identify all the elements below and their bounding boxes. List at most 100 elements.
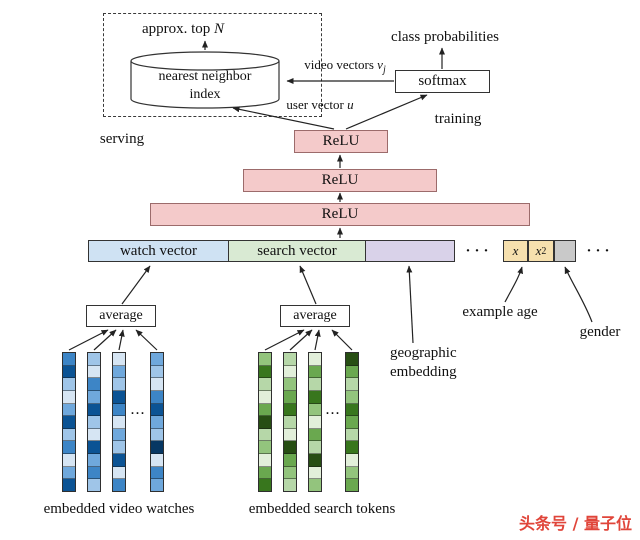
embedding-stripe xyxy=(284,353,296,366)
embedding-stripe xyxy=(284,365,296,379)
embedding-stripe xyxy=(284,479,296,492)
ellipsis: ··· xyxy=(465,243,493,259)
embedding-stripe xyxy=(63,378,75,391)
embedding-stripe xyxy=(63,466,75,480)
ellipsis: ··· xyxy=(325,406,341,420)
class-probabilities-label: class probabilities xyxy=(391,29,499,45)
embedding-stripe xyxy=(88,454,100,467)
relu-label: ReLU xyxy=(322,133,360,149)
embedding-stripe xyxy=(151,403,163,417)
embedding-stripe xyxy=(88,428,100,442)
geographic-embedding-box xyxy=(365,240,455,262)
embedding-stripe xyxy=(284,416,296,429)
embedding-stripe xyxy=(309,416,321,429)
embedding-stripe xyxy=(259,365,271,379)
embedding-stripe xyxy=(259,428,271,442)
ellipsis: ··· xyxy=(586,243,614,259)
embedding-stripe xyxy=(88,403,100,417)
embedding-stripe xyxy=(113,466,125,480)
softmax-box: softmax xyxy=(395,70,490,93)
embedding-stripe xyxy=(151,378,163,391)
embedding-stripe xyxy=(113,479,125,492)
embedding-stripe xyxy=(259,441,271,455)
embedding-stripe xyxy=(113,416,125,429)
embedding-stripe xyxy=(309,428,321,442)
embedding-stripe xyxy=(309,466,321,480)
embedding-stripe xyxy=(284,466,296,480)
embedding-stripe xyxy=(259,416,271,429)
training-label: training xyxy=(434,111,482,127)
example-age-x-box: x xyxy=(503,240,528,262)
softmax-label: softmax xyxy=(418,73,467,89)
embedding-stripe xyxy=(113,441,125,455)
embedding-stripe xyxy=(88,378,100,391)
embedding-stripe xyxy=(259,479,271,492)
embedding-stripe xyxy=(63,428,75,442)
embedding-stripe xyxy=(63,403,75,417)
embedding-stripe xyxy=(88,416,100,429)
embedding-stripe xyxy=(284,390,296,404)
embedding-stripe xyxy=(309,479,321,492)
embedded-video-column xyxy=(112,352,126,492)
nearest-neighbor-index-label: nearest neighbor index xyxy=(158,69,252,102)
x2-label: x xyxy=(535,243,542,258)
embedding-stripe xyxy=(284,441,296,455)
embedding-stripe xyxy=(88,466,100,480)
embedding-stripe xyxy=(151,416,163,429)
embedding-stripe xyxy=(259,378,271,391)
embedding-stripe xyxy=(284,378,296,391)
embedding-stripe xyxy=(346,390,358,404)
embedding-stripe xyxy=(259,454,271,467)
embedding-stripe xyxy=(113,378,125,391)
embedding-stripe xyxy=(284,428,296,442)
embedded-video-column xyxy=(62,352,76,492)
embedding-stripe xyxy=(151,365,163,379)
embedding-stripe xyxy=(88,353,100,366)
embedding-stripe xyxy=(88,441,100,455)
gender-box xyxy=(554,240,576,262)
embedding-stripe xyxy=(346,466,358,480)
serving-dashed-box xyxy=(103,13,322,117)
embedding-stripe xyxy=(151,479,163,492)
relu-layer-2: ReLU xyxy=(243,169,437,192)
embedding-stripe xyxy=(113,428,125,442)
average-label: average xyxy=(293,308,337,323)
x2-exponent: 2 xyxy=(541,245,547,257)
average-box-search: average xyxy=(280,305,350,327)
serving-label: serving xyxy=(99,131,145,147)
average-label: average xyxy=(99,308,143,323)
embedding-stripe xyxy=(346,479,358,492)
embedded-video-column xyxy=(150,352,164,492)
relu-layer-3: ReLU xyxy=(294,130,388,153)
embedded-video-column xyxy=(87,352,101,492)
embedded-search-column xyxy=(283,352,297,492)
watermark-text: 头条号 / 量子位 xyxy=(519,514,632,533)
embedding-stripe xyxy=(284,403,296,417)
relu-label: ReLU xyxy=(321,172,359,188)
embedding-stripe xyxy=(259,403,271,417)
embedding-stripe xyxy=(309,378,321,391)
embedding-stripe xyxy=(309,365,321,379)
embedding-stripe xyxy=(346,441,358,455)
embedding-stripe xyxy=(259,466,271,480)
search-vector-label: search vector xyxy=(257,242,337,259)
embedded-search-column xyxy=(258,352,272,492)
embedding-stripe xyxy=(346,353,358,366)
embedding-stripe xyxy=(151,353,163,366)
embedding-stripe xyxy=(63,416,75,429)
embedding-stripe xyxy=(88,479,100,492)
embedding-stripe xyxy=(63,390,75,404)
x-label: x xyxy=(512,243,519,258)
relu-layer-1: ReLU xyxy=(150,203,530,226)
embedding-stripe xyxy=(151,454,163,467)
embedding-stripe xyxy=(151,390,163,404)
embedding-stripe xyxy=(113,403,125,417)
embedded-search-column xyxy=(308,352,322,492)
relu-label: ReLU xyxy=(321,206,359,222)
user-vector-label: user vector u xyxy=(286,97,354,112)
embedding-stripe xyxy=(309,403,321,417)
embedded-search-column xyxy=(345,352,359,492)
embedding-stripe xyxy=(259,353,271,366)
embedding-stripe xyxy=(113,353,125,366)
